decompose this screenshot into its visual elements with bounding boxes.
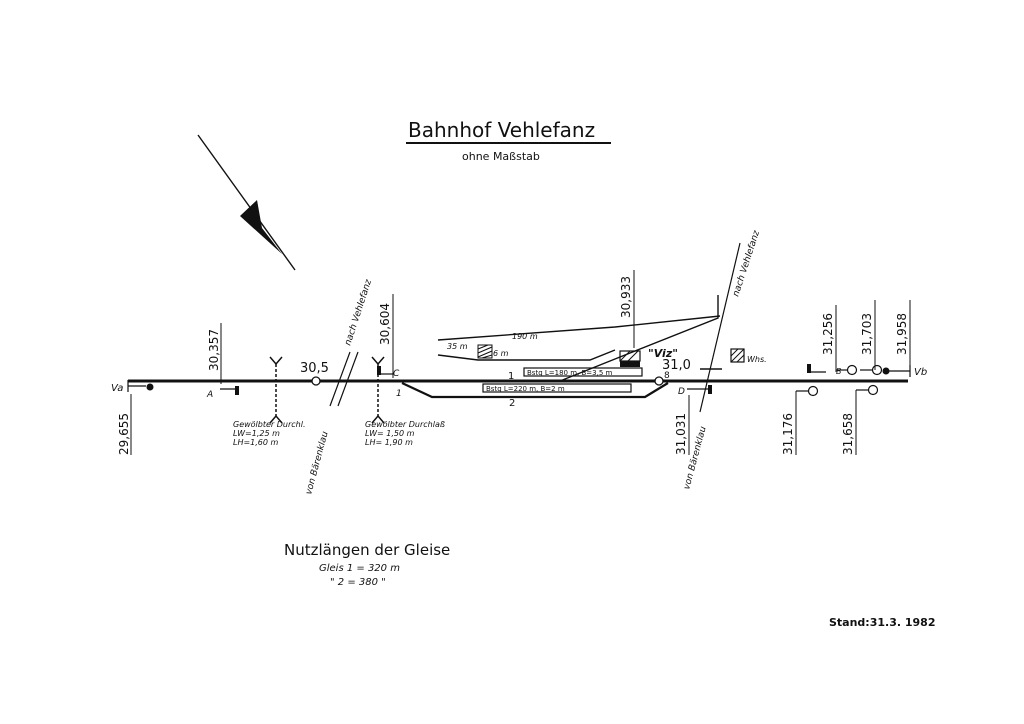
stand-date: Stand:31.3. 1982 (829, 616, 935, 629)
km-marker-31031: 31,031 (674, 395, 690, 455)
siding-outer (559, 295, 719, 382)
track-2 (401, 382, 669, 399)
road-left-b (337, 351, 359, 407)
nutzlaengen-row-2: " 2 = 380 " (330, 577, 386, 588)
whs-building (730, 348, 745, 363)
label-track-2: 2 (509, 398, 515, 409)
label-switch-1: 1 (396, 389, 402, 399)
nutzlaengen-heading: Nutzlängen der Gleise (284, 541, 450, 559)
distant-signal-4 (856, 384, 879, 396)
distant-signal-1 (836, 364, 858, 376)
label-whs: Whs. (747, 355, 767, 364)
km-marker-29655: 29,655 (117, 394, 132, 455)
culvert-left-lh: LH=1,60 m (233, 438, 279, 447)
km-label-31958: 31,958 (895, 313, 909, 355)
km-label-31658: 31,658 (841, 413, 855, 455)
loading-ramp-hatch (477, 344, 493, 359)
km-marker-31958: 31,958 (895, 300, 911, 368)
label-signal-a: A (206, 390, 213, 400)
label-op-31-0: 31,0 (662, 358, 691, 373)
station-limit-va (127, 380, 154, 392)
km-label-29655: 29,655 (117, 413, 131, 455)
road-right (699, 242, 741, 413)
km-marker-31176: 31,176 (781, 391, 797, 455)
distant-signal-3 (796, 385, 819, 397)
operating-point-30-5 (311, 376, 321, 386)
signal-c (377, 366, 393, 375)
km-marker-30604: 30,604 (378, 294, 394, 378)
north-arrow-icon (197, 134, 296, 271)
culvert-right-title: Gewölbter Durchlaß (365, 420, 445, 429)
dim-6m: 6 m (493, 349, 509, 358)
diagram-subtitle: ohne Maßstab (462, 150, 540, 163)
station-building (619, 350, 641, 367)
operating-point-31-0 (654, 376, 664, 386)
signal-a (220, 386, 239, 395)
km-marker-31658: 31,658 (841, 390, 857, 455)
platform-2 (482, 383, 632, 393)
nutzlaengen-row-1: Gleis 1 = 320 m (319, 563, 400, 574)
station-limit-vb (882, 365, 911, 377)
km-marker-30933: 30,933 (619, 270, 635, 348)
km-marker-30357: 30,357 (207, 323, 222, 384)
loading-road-lower (437, 349, 616, 361)
km-marker-31703: 31,703 (860, 300, 876, 370)
km-label-31703: 31,703 (860, 313, 874, 355)
culvert-left-lw: LW=1,25 m (233, 429, 280, 438)
road-left-from-label: von Bärenklau (304, 430, 331, 496)
km-marker-31256: 31,256 (821, 305, 837, 372)
road-right-to-label: nach Vehlefanz (731, 229, 762, 298)
loading-road-upper (437, 315, 721, 341)
culvert-left-icon (269, 356, 283, 424)
platform-1 (523, 367, 643, 377)
km-label-30933: 30,933 (619, 276, 633, 318)
culvert-right-lw: LW= 1,50 m (365, 429, 415, 438)
label-signal-b: B (836, 367, 842, 376)
label-switch-8: 8 (664, 371, 670, 381)
platform-1-label: Bstg L=180 m, B=3,5 m (527, 369, 613, 377)
culvert-right-lh: LH= 1,90 m (365, 438, 413, 447)
road-left-to-label: nach Vehlefanz (343, 278, 374, 347)
label-signal-d: D (678, 387, 685, 397)
label-viz: "Viz" (648, 347, 678, 360)
label-op-30-5: 30,5 (300, 361, 329, 376)
diagram-title: Bahnhof Vehlefanz (408, 118, 595, 142)
dim-190m: 190 m (512, 332, 538, 341)
km-label-30604: 30,604 (378, 303, 392, 345)
label-track-1: 1 (508, 371, 514, 382)
km-label-31256: 31,256 (821, 313, 835, 355)
road-left-a (329, 351, 351, 407)
label-vb: Vb (914, 367, 927, 378)
km-label-31176: 31,176 (781, 413, 795, 455)
km-label-31031: 31,031 (674, 413, 688, 455)
signal-d (687, 385, 712, 394)
label-va: Va (111, 383, 123, 394)
signal-b (807, 364, 826, 373)
distant-signal-2 (860, 364, 883, 376)
culvert-left-title: Gewölbter Durchl. (233, 420, 306, 429)
platform-2-label: Bstg L=220 m, B=2 m (486, 385, 565, 393)
label-signal-c: C (393, 369, 400, 379)
km-label-30357: 30,357 (207, 329, 221, 371)
dim-35m: 35 m (447, 342, 468, 351)
culvert-right-icon (371, 356, 385, 424)
